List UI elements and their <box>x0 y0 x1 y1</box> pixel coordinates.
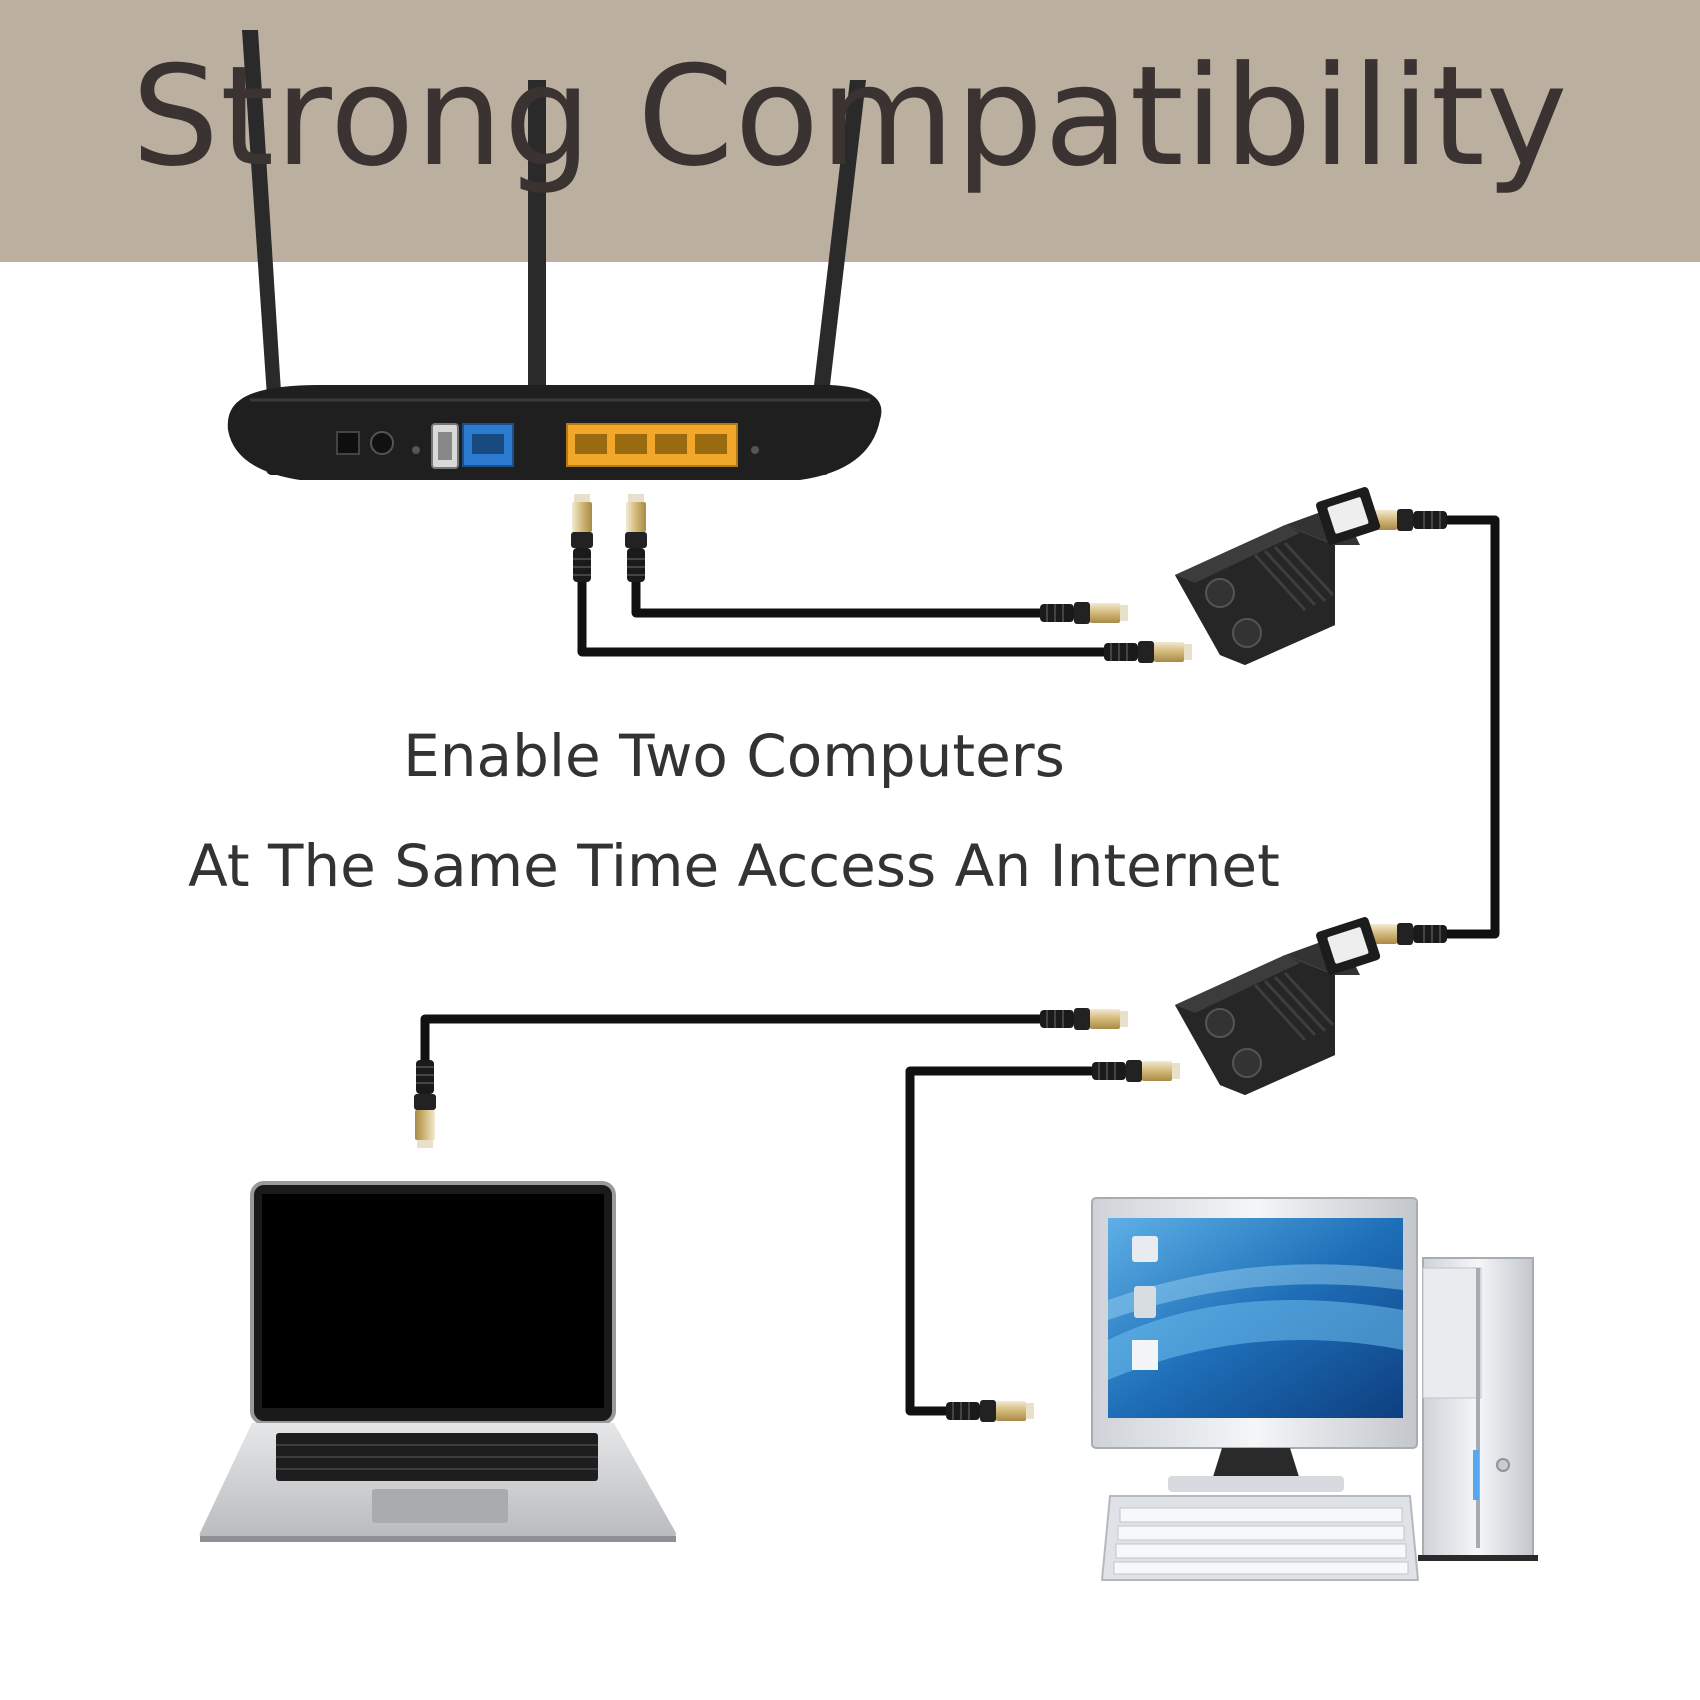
splitter-bottom-icon <box>1173 914 1383 1097</box>
ethernet-cables <box>420 515 1500 1416</box>
caption-line-2: At The Same Time Access An Internet <box>188 832 1280 900</box>
desktop-computer-icon <box>1091 1197 1538 1581</box>
splitter-top-icon <box>1173 484 1383 667</box>
router-icon <box>227 30 882 480</box>
caption-line-1: Enable Two Computers <box>403 722 1065 790</box>
laptop-icon <box>199 1181 676 1542</box>
page-title: Strong Compatibility <box>131 36 1569 197</box>
